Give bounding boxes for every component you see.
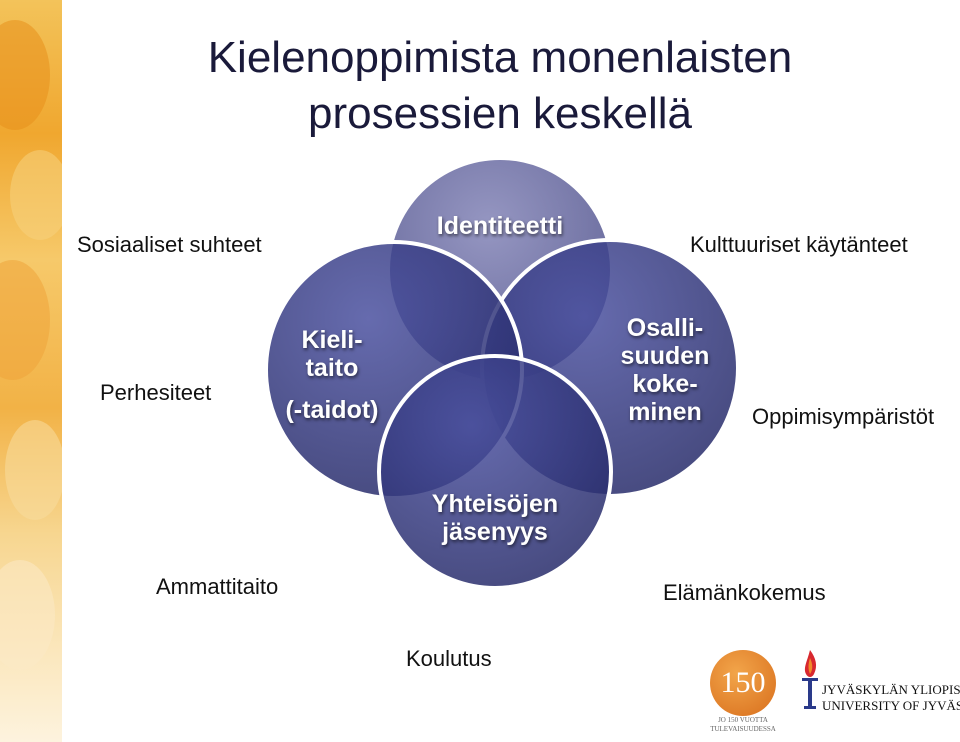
anniversary-caption-line-1: JO 150 VUOTTA xyxy=(718,716,768,724)
university-name-en: UNIVERSITY OF JYVÄSKYLÄ xyxy=(822,698,960,713)
anniversary-150-logo: 150 xyxy=(710,650,776,716)
osallisuuden-line-2: suuden xyxy=(620,342,710,370)
title-line-2: prosessien keskellä xyxy=(308,89,692,138)
university-name-fi: JYVÄSKYLÄN YLIOPISTO xyxy=(822,682,960,697)
yhteisojen-line-2: jäsenyys xyxy=(442,518,548,546)
label-kulttuuriset-kaytanteet: Kulttuuriset käytänteet xyxy=(690,232,908,257)
osallisuuden-line-4: minen xyxy=(628,398,702,426)
label-perhesiteet: Perhesiteet xyxy=(100,380,212,405)
osallisuuden-line-1: Osalli- xyxy=(626,314,704,342)
identiteetti-text: Identiteetti xyxy=(436,212,564,240)
circle-label-identiteetti: Identiteetti xyxy=(410,212,590,240)
label-elamankokemus: Elämänkokemus xyxy=(663,580,826,605)
page-title: Kielenoppimista monenlaisten prosessien … xyxy=(140,30,860,142)
university-name: JYVÄSKYLÄN YLIOPISTO UNIVERSITY OF JYVÄS… xyxy=(822,682,960,714)
label-ammattitaito: Ammattitaito xyxy=(156,574,279,599)
circle-label-yhteisojen-jasenyys: Yhteisöjen jäsenyys xyxy=(400,490,590,546)
kielitaito-line-2: taito xyxy=(305,354,359,382)
circle-label-kielitaito: Kieli- taito (-taidot) xyxy=(262,326,402,424)
title-line-1: Kielenoppimista monenlaisten xyxy=(207,33,793,82)
anniversary-caption-line-2: TULEVAISUUDESSA xyxy=(710,725,776,733)
anniversary-number: 150 xyxy=(720,666,766,699)
label-sosiaaliset-suhteet: Sosiaaliset suhteet xyxy=(77,232,262,257)
yhteisojen-line-1: Yhteisöjen xyxy=(431,490,559,518)
university-flame-icon xyxy=(802,650,818,709)
kielitaito-line-1: Kieli- xyxy=(301,326,363,354)
label-oppimisymparistot: Oppimisympäristöt xyxy=(752,404,935,429)
leaf-background-strip xyxy=(0,0,62,742)
kielitaito-line-3: (-taidot) xyxy=(285,396,379,424)
osallisuuden-line-3: koke- xyxy=(632,370,698,398)
circle-label-osallisuuden-kokeminen: Osalli- suuden koke- minen xyxy=(595,314,735,426)
anniversary-caption: JO 150 VUOTTA TULEVAISUUDESSA xyxy=(700,716,786,734)
circle-yhteisojen-jasenyys xyxy=(377,354,613,590)
label-koulutus: Koulutus xyxy=(406,646,492,671)
